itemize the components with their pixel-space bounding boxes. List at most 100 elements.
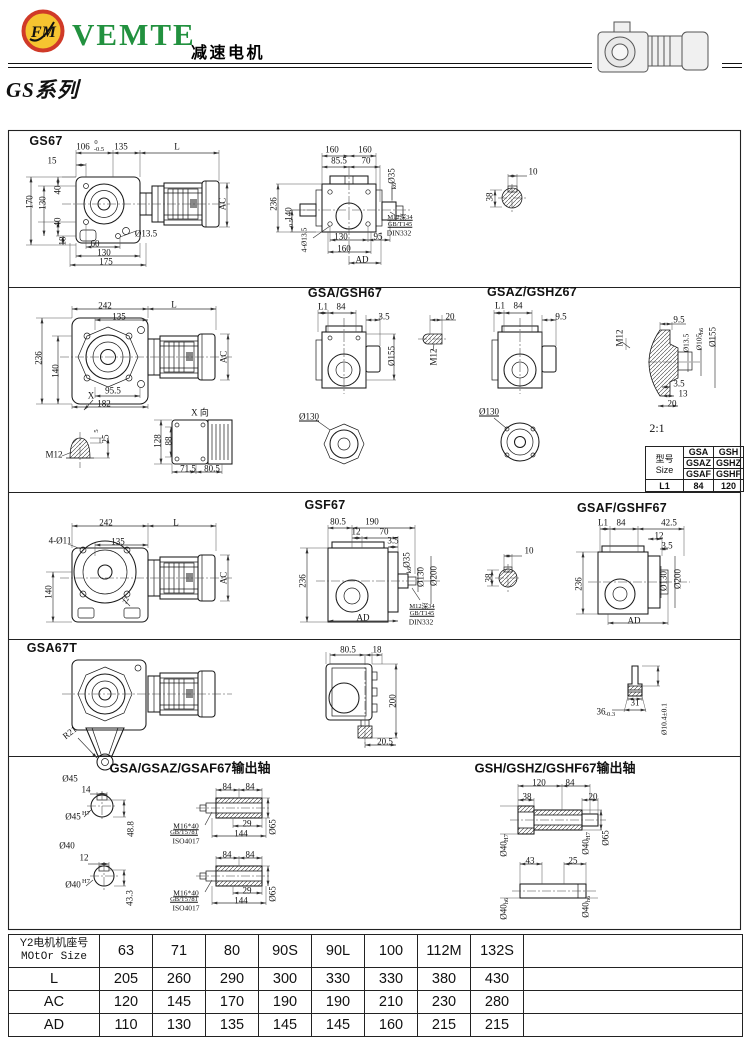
dim-label: 140 bbox=[50, 364, 61, 378]
dim-label: h6 bbox=[697, 327, 705, 335]
dim-label: M12 bbox=[45, 449, 63, 460]
header-subtitle: 减速电机 bbox=[191, 45, 266, 62]
dim-label: L bbox=[174, 141, 180, 152]
dim-label: 20 bbox=[445, 311, 455, 322]
dim-label: 140 bbox=[43, 585, 54, 599]
dim-label: 48.8 bbox=[125, 821, 136, 837]
dim-label: 5 bbox=[92, 429, 100, 433]
dim-label: 200 bbox=[387, 694, 398, 708]
cell: 120 bbox=[713, 479, 744, 492]
dim-label: 242 bbox=[98, 300, 112, 311]
dim-label: GSAZ/GSHZ67 bbox=[486, 284, 578, 299]
dim-label: -0.5 bbox=[287, 218, 295, 230]
dim-label: 95.5 bbox=[105, 385, 121, 396]
cell: L1 bbox=[645, 479, 684, 492]
dim-label: 242 bbox=[99, 517, 113, 528]
dim-label: 190 bbox=[365, 516, 379, 527]
dim-label: GB/T145 bbox=[409, 609, 435, 617]
cell: 84 bbox=[683, 479, 714, 492]
dim-label: 43 bbox=[525, 855, 535, 866]
dim-label: Ø130 bbox=[415, 567, 426, 587]
dim-label: Ø65 bbox=[600, 830, 611, 846]
dim-label: 84 bbox=[222, 781, 232, 792]
dim-label: X bbox=[87, 390, 95, 401]
cell: 型号 bbox=[655, 453, 674, 464]
cell bbox=[523, 934, 743, 968]
dim-label: 18 bbox=[372, 644, 382, 655]
dim-label: 43.3 bbox=[124, 890, 135, 906]
dim-label: 18 bbox=[57, 236, 68, 246]
dim-label: 135 bbox=[112, 311, 126, 322]
dim-label: 170 bbox=[24, 195, 35, 209]
dim-label: 15 bbox=[47, 155, 57, 166]
dim-label: Ø45 bbox=[65, 811, 81, 822]
cell: 71 bbox=[152, 934, 206, 968]
cell: 260 bbox=[152, 967, 206, 991]
dim-label: Ø13.5 bbox=[134, 228, 158, 239]
dim-label: GSAF/GSHF67 bbox=[576, 500, 668, 515]
cell: 190 bbox=[311, 990, 365, 1014]
drawing-gsf67-side bbox=[300, 525, 522, 623]
cell: 190 bbox=[258, 990, 312, 1014]
dim-label: 3.5 bbox=[661, 540, 673, 551]
dim-label: Ø130 bbox=[658, 571, 669, 591]
dim-label: 106 bbox=[76, 141, 90, 152]
dim-label: 70 bbox=[361, 155, 371, 166]
dim-label: 14 bbox=[81, 784, 91, 795]
drawing-gsf67-front bbox=[46, 523, 232, 623]
dim-label: 84 bbox=[336, 301, 346, 312]
dim-label: Ø40 bbox=[498, 841, 509, 857]
dim-label: 236 bbox=[268, 197, 279, 211]
drawing-gsaz-gshz67-side bbox=[491, 310, 716, 462]
cell: Y2电机机座号 bbox=[19, 937, 89, 950]
cell: 90S bbox=[258, 934, 312, 968]
dim-label: Ø40 bbox=[580, 902, 591, 918]
dim-label: GB/T5781 bbox=[170, 828, 198, 836]
dim-label: 160 bbox=[325, 144, 339, 155]
cell: L bbox=[8, 967, 100, 991]
dim-label: -0.5 bbox=[93, 145, 105, 153]
dim-label: M16*40 bbox=[173, 821, 199, 831]
dim-label: AD bbox=[355, 254, 369, 265]
cell: 215 bbox=[470, 1013, 524, 1037]
dim-label: 20 bbox=[588, 791, 598, 802]
dim-label: 130 bbox=[334, 231, 348, 242]
dim-label: 84 bbox=[616, 517, 626, 528]
dim-label: M12 bbox=[614, 329, 625, 347]
dim-label: 38 bbox=[484, 192, 495, 202]
dim-label: 84 bbox=[565, 777, 575, 788]
dim-label: 84 bbox=[245, 781, 255, 792]
dim-label: ISO4017 bbox=[172, 903, 200, 913]
dim-label: 135 bbox=[111, 536, 125, 547]
dim-label: 3.5 bbox=[378, 311, 390, 322]
dim-label: 12 bbox=[351, 526, 361, 537]
dim-label: 13 bbox=[678, 388, 688, 399]
cell: 170 bbox=[205, 990, 259, 1014]
cell: GSH bbox=[713, 446, 744, 458]
dim-label: GB/T5781 bbox=[170, 895, 198, 903]
drawing-gsa-output-shaft bbox=[83, 788, 270, 905]
dim-label: k6 bbox=[405, 566, 413, 574]
dim-label: 70 bbox=[379, 526, 389, 537]
dim-label: DIN332 bbox=[408, 617, 434, 627]
dim-label: H7 bbox=[82, 877, 90, 885]
page-header: FM VEMTE 减速电机 bbox=[0, 0, 750, 105]
dim-label: 0 bbox=[94, 138, 98, 146]
dim-label: 95 bbox=[373, 231, 383, 242]
cell: 145 bbox=[311, 1013, 365, 1037]
drawing-gsaf-gshf67-side bbox=[576, 526, 690, 625]
dim-label: 85.5 bbox=[331, 155, 347, 166]
dim-label: 236 bbox=[297, 574, 308, 588]
dim-label: 40 bbox=[52, 185, 63, 195]
dim-label: DIN332 bbox=[386, 228, 412, 238]
dim-label: AC bbox=[217, 197, 228, 211]
dim-label: 120 bbox=[532, 777, 546, 788]
dim-label: 12 bbox=[79, 852, 89, 863]
dim-label: 25 bbox=[568, 855, 578, 866]
dim-label: GSH/GSHZ/GSHF67输出轴 bbox=[474, 760, 636, 776]
drawing-gs67-shaft-section bbox=[490, 174, 527, 212]
cell: 430 bbox=[470, 967, 524, 991]
sheet-frame bbox=[7, 129, 742, 931]
